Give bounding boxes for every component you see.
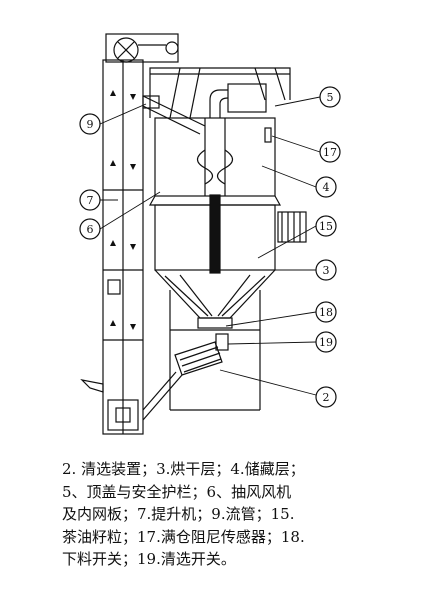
- callout-5: 5: [327, 91, 334, 104]
- storage-layer: [148, 117, 282, 206]
- elevator-arrows: [110, 90, 136, 330]
- support-frame: [169, 290, 261, 411]
- callout-18: 18: [319, 306, 333, 319]
- roof-guardrail: [149, 67, 291, 119]
- elevator-column: [102, 59, 144, 435]
- drying-layer: [154, 194, 307, 274]
- callout-17: 17: [323, 146, 337, 159]
- callout-2: 2: [323, 391, 330, 404]
- silo-equipment-diagram: 5 17 4 15 3 18 19 2 9 7 6: [79, 33, 341, 435]
- callout-7: 7: [87, 194, 94, 207]
- caption-line-5: 下料开关；19.清选开关。: [62, 550, 236, 568]
- callout-circles: [79, 86, 341, 408]
- cone-hopper: [154, 269, 276, 329]
- figure-caption: 2. 清选装置；3.烘干层；4.储藏层； 5、顶盖与安全护栏；6、抽风风机 及内…: [62, 458, 382, 571]
- callout-15: 15: [319, 220, 333, 233]
- callout-3: 3: [323, 264, 330, 277]
- callout-leaders: [99, 96, 321, 396]
- callout-6: 6: [87, 223, 94, 236]
- caption-line-1: 2. 清选装置；3.烘干层；4.储藏层；: [62, 460, 305, 478]
- callout-9: 9: [87, 118, 94, 131]
- flow-pipe: [142, 95, 206, 135]
- callout-19: 19: [319, 336, 333, 349]
- cleaning-device: [142, 333, 229, 421]
- caption-line-2: 5、顶盖与安全护栏；6、抽风风机: [62, 482, 292, 501]
- callout-4: 4: [323, 181, 330, 194]
- caption-line-4: 茶油籽粒；17.满仓阻尼传感器；18.: [62, 527, 305, 546]
- caption-line-3: 及内网板；7.提升机；9.流管；15.: [62, 505, 295, 523]
- head-pulley: [105, 33, 179, 63]
- elevator-inlet: [80, 379, 104, 393]
